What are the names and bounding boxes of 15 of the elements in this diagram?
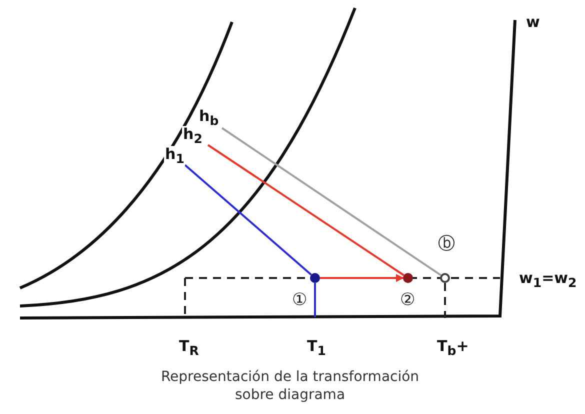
caption: Representación de la transformación sobre diagrama bbox=[160, 368, 420, 404]
state-point bbox=[310, 273, 320, 283]
line bbox=[184, 164, 312, 276]
axis-value-label: h$_{1}$ bbox=[164, 146, 186, 166]
axis-label: T$_{b}$+ bbox=[436, 338, 470, 358]
state-point bbox=[403, 273, 413, 283]
line bbox=[314, 283, 316, 317]
line bbox=[207, 144, 404, 276]
arrow bbox=[320, 274, 404, 282]
state-point bbox=[440, 273, 450, 283]
point-label: ⓑ bbox=[438, 236, 455, 253]
point-label: ② bbox=[400, 292, 416, 309]
axis-value-label: h$_{b}$ bbox=[198, 108, 220, 128]
line bbox=[221, 127, 442, 276]
point-label: ① bbox=[292, 292, 308, 309]
